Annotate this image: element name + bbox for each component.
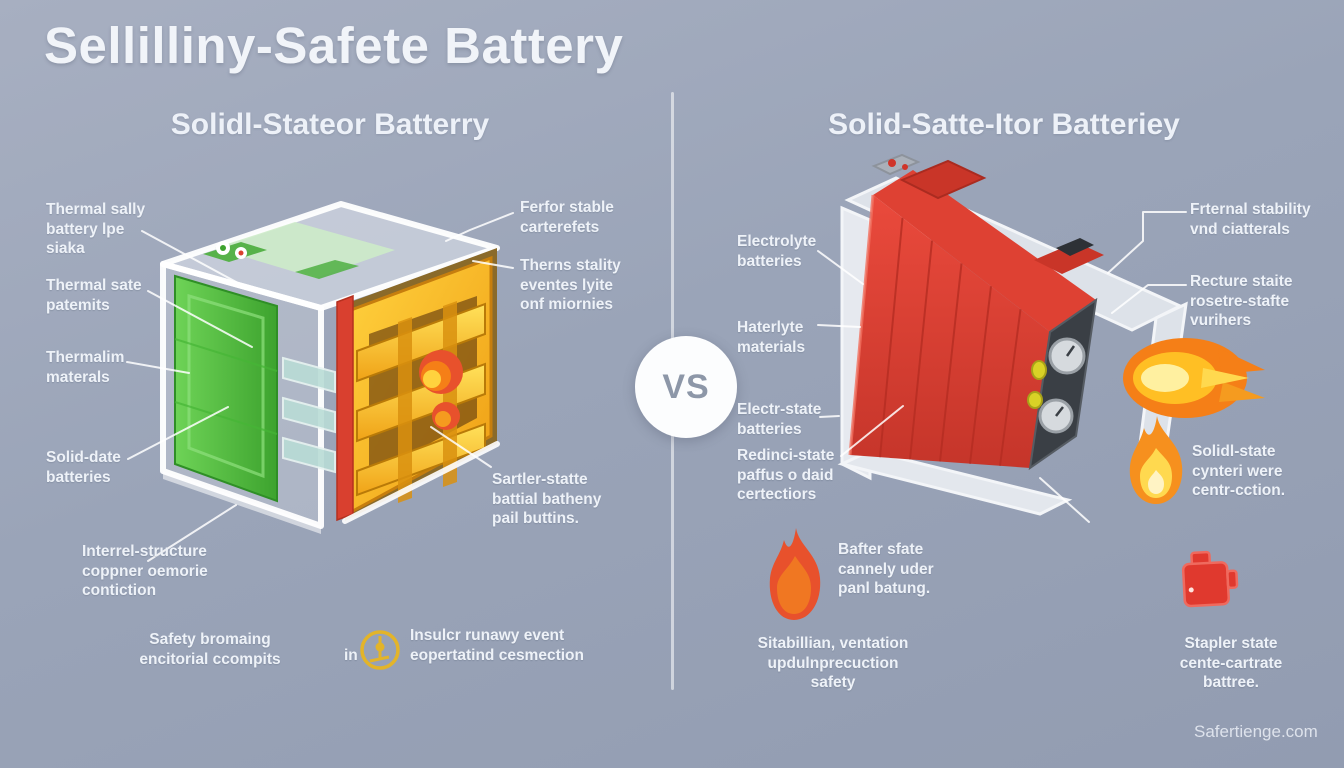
- callout-stapler-state: Stapler state cente-cartrate battree.: [1179, 635, 1283, 692]
- flame-burst-icon: [1123, 338, 1265, 418]
- separator-stripe: [336, 294, 354, 522]
- vs-label: VS: [662, 367, 710, 406]
- green-electrolyte: [174, 274, 278, 503]
- top-cap-2: [1034, 242, 1104, 274]
- left-heading: Solidl-Stateor Batterry: [170, 108, 490, 141]
- callout-electrolyte: Electrolyte batteries: [737, 233, 817, 270]
- callout-haterlyte: Haterlyte materials: [737, 319, 806, 356]
- warning-circle-icon: [360, 630, 400, 670]
- callout-bafter-sfate: Bafter sfate cannely uder panl batung.: [838, 541, 934, 598]
- white-case: [837, 176, 1188, 516]
- callout-frternal: Frternal stability vnd ciatterals: [1190, 201, 1311, 238]
- left-battery-illustration: [160, 201, 500, 534]
- vs-badge: VS: [635, 336, 737, 438]
- callout-thermal-sate: Thermal sate patemits: [46, 277, 142, 314]
- callout-insulcr-prefix: in: [344, 647, 358, 664]
- cell-stack: [345, 248, 497, 521]
- glass-case: [160, 201, 500, 311]
- callout-interrel: Interrel-structure coppner oemorie conti…: [82, 543, 208, 600]
- callout-thermalim: Thermalim materals: [46, 349, 125, 386]
- vent-knob-icon: [1027, 391, 1043, 409]
- callout-insulcr-runawy: Insulcr runawy event eopertatind cesmect…: [410, 627, 584, 664]
- red-battery-body: [848, 153, 1104, 468]
- glass-front: [160, 261, 324, 529]
- callout-ferfor-stable: Ferfor stable carterefets: [520, 199, 614, 236]
- callout-solidl-cynteri: Solidl-state cynteri were centr-cction.: [1192, 443, 1286, 500]
- right-heading: Solid-Satte-Itor Batteriey: [828, 108, 1180, 141]
- terminal-block: [871, 153, 921, 176]
- red-battery-icon: [1181, 550, 1239, 608]
- terminal-dark: [1056, 238, 1094, 256]
- flame-icon: [769, 528, 821, 620]
- vent-knob-icon: [1031, 360, 1047, 380]
- flame-small-icon: [1129, 416, 1183, 504]
- top-panel-chips: [203, 222, 395, 279]
- watermark: Safertienge.com: [1194, 722, 1318, 741]
- gauge-icon: [1038, 398, 1074, 434]
- callout-thermal-sally: Thermal sally battery lpe siaka: [46, 201, 146, 258]
- glass-case-bottom: [163, 441, 500, 534]
- top-cap: [899, 159, 987, 200]
- callout-recture: Recture staite rosetre-stafte vurihers: [1190, 273, 1293, 330]
- callout-redinci-state: Redinci-state paffus o daid certectiors: [737, 447, 835, 504]
- callout-safety-bromaing: Safety bromaing encitorial ccompits: [139, 631, 281, 668]
- main-title: Sellilliny-Safete Battery: [44, 17, 624, 74]
- callout-sartler-statte: Sartler-statte battial batheny pail butt…: [492, 471, 602, 528]
- callout-solid-date: Solid-date batteries: [46, 449, 121, 486]
- internal-flame-icon: [419, 350, 463, 430]
- gauge-panel: [1027, 297, 1098, 471]
- callout-electr-state: Electr-state batteries: [737, 401, 822, 438]
- gauge-icon: [1048, 337, 1086, 375]
- callout-sitabillian: Sitabillian, ventation updulnprecuction …: [757, 635, 909, 692]
- callout-therns-stality: Therns stality eventes lyite onf miornie…: [520, 257, 621, 314]
- glass-trays: [282, 356, 336, 474]
